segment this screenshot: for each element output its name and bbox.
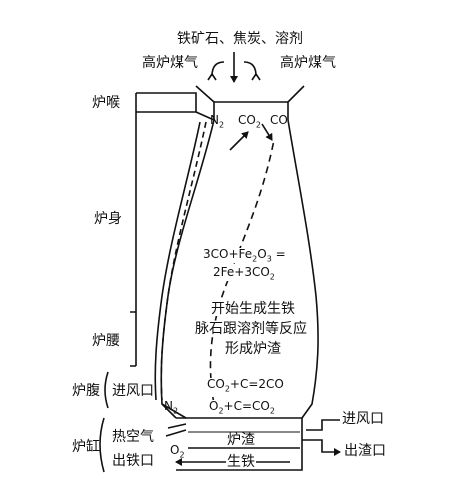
bracket-shaft [130, 112, 137, 313]
reaction-lower-1: CO2+C=2CO [206, 377, 285, 394]
iron-label: 生铁 [226, 454, 256, 470]
bracket-bosh [104, 371, 109, 409]
reaction-main-line2: 2Fe+3CO2 [212, 265, 276, 282]
zone-throat: 炉喉 [92, 95, 120, 111]
air-inlet-right-label: 进风口 [342, 411, 384, 427]
throat-wall [136, 92, 197, 113]
reaction-lower-2: O2+C=CO2 [208, 399, 276, 416]
tuyere-left [161, 403, 187, 419]
charge-label: 铁矿石、焦炭、溶剂 [177, 31, 303, 47]
slag-outlet-label: 出渣口 [344, 443, 386, 459]
furnace-wall-right [287, 119, 319, 419]
zone-shaft: 炉身 [94, 211, 122, 227]
furnace-top-right [287, 85, 305, 120]
air-inlet-right [306, 419, 340, 431]
bracket-waist [130, 312, 137, 367]
zone-bosh: 炉腹 [72, 383, 100, 399]
bracket-hearth [99, 417, 105, 473]
gas-arrow-left [211, 61, 225, 77]
process-text-1: 开始生成生铁 [210, 301, 296, 317]
gas-label-right: 高炉煤气 [280, 55, 336, 71]
process-text-3: 形成炉渣 [224, 341, 282, 357]
zone-hearth: 炉缸 [72, 439, 100, 455]
iron-outlet-label: 出铁口 [112, 453, 154, 469]
furnace-wall-left [160, 119, 215, 419]
slag-label: 炉渣 [226, 432, 256, 448]
zone-waist: 炉腰 [92, 333, 120, 349]
air-inlet-left-label: 进风口 [112, 383, 154, 399]
top-gas-co2: CO2 [238, 113, 261, 130]
hearth-bottom [176, 417, 303, 471]
gas-arrow-right [243, 61, 257, 77]
reaction-main-line1: 3CO+Fe2O3 = [202, 247, 287, 264]
top-gas-n2: N2 [210, 113, 225, 130]
tuyere-gas-n2: N2 [164, 399, 179, 416]
hot-air-label: 热空气 [112, 429, 154, 445]
top-gas-co: CO [270, 113, 288, 127]
process-text-2: 脉石跟溶剂等反应 [194, 321, 308, 337]
slag-outlet-arrow [302, 439, 341, 456]
gas-label-left: 高炉煤气 [142, 55, 198, 71]
tuyere-gas-o2: O2 [170, 443, 185, 460]
